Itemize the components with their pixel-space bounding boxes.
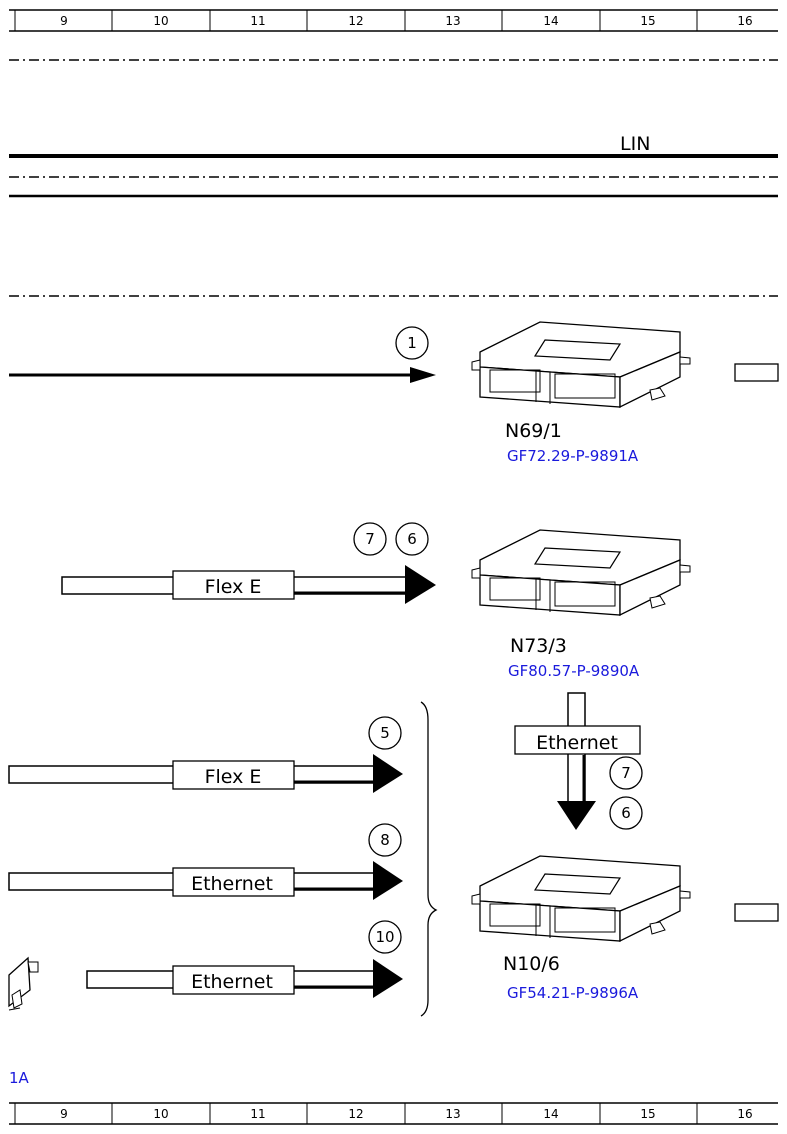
marker-8: 8: [368, 823, 402, 857]
bottom-ruler-number-16: 16: [737, 1107, 752, 1121]
module-n73-3: N73/3 GF80.57-P-9890A: [471, 529, 691, 680]
module-n10-6-code: N10/6: [503, 953, 560, 975]
top-ruler-number-12: 12: [348, 14, 363, 28]
marker-7-mid: 7: [609, 756, 643, 790]
ethernet-arrow-b: Ethernet: [86, 959, 403, 998]
marker-5: 5: [368, 716, 402, 750]
top-ruler-number-15: 15: [640, 14, 655, 28]
svg-text:5: 5: [380, 724, 390, 742]
top-ruler-number-13: 13: [445, 14, 460, 28]
svg-text:6: 6: [621, 804, 631, 822]
top-ruler-number-10: 10: [153, 14, 168, 28]
module-n10-6: N10/6 GF54.21-P-9896A: [471, 855, 779, 1002]
ethernet-a-label: Ethernet: [191, 873, 273, 895]
module-n69-1: N69/1 GF72.29-P-9891A: [471, 321, 779, 465]
module-n10-6-side-connector: [734, 903, 779, 922]
top-ruler: 9 10 11 12 13 14 15 16: [9, 9, 778, 32]
svg-text:7: 7: [621, 764, 631, 782]
arrow-to-n69-1: [9, 367, 436, 383]
ethernet-b-label: Ethernet: [191, 971, 273, 993]
bottom-ruler: 9 10 11 12 13 14 15 16: [9, 1102, 778, 1125]
bottom-ruler-number-9: 9: [60, 1107, 68, 1121]
bottom-ruler-number-15: 15: [640, 1107, 655, 1121]
svg-text:6: 6: [407, 530, 417, 548]
marker-7-top: 7: [353, 522, 387, 556]
ethernet-vertical-label: Ethernet: [536, 732, 618, 754]
flex-e-arrow-top: Flex E: [61, 565, 436, 604]
partial-module-left: [8, 956, 39, 1011]
top-ruler-number-11: 11: [250, 14, 265, 28]
module-n10-6-ref-link[interactable]: GF54.21-P-9896A: [507, 984, 639, 1002]
top-ruler-number-9: 9: [60, 14, 68, 28]
footer-ref-link[interactable]: 1A: [9, 1069, 30, 1087]
module-n69-1-code: N69/1: [505, 420, 562, 442]
marker-10: 10: [368, 920, 402, 954]
svg-text:10: 10: [375, 928, 394, 946]
svg-text:1: 1: [407, 334, 417, 352]
bottom-ruler-number-14: 14: [543, 1107, 558, 1121]
module-n73-3-ref-link[interactable]: GF80.57-P-9890A: [508, 662, 640, 680]
bottom-ruler-number-11: 11: [250, 1107, 265, 1121]
module-n69-1-side-connector: [734, 363, 779, 382]
bottom-ruler-number-13: 13: [445, 1107, 460, 1121]
top-ruler-number-14: 14: [543, 14, 558, 28]
flex-e-arrow-mid: Flex E: [8, 754, 403, 793]
svg-text:7: 7: [365, 530, 375, 548]
marker-1: 1: [395, 326, 429, 360]
ethernet-vertical-arrow: Ethernet: [514, 692, 641, 830]
bottom-ruler-number-12: 12: [348, 1107, 363, 1121]
marker-6-mid: 6: [609, 796, 643, 830]
svg-text:8: 8: [380, 831, 390, 849]
module-n69-1-ref-link[interactable]: GF72.29-P-9891A: [507, 447, 639, 465]
flex-e-mid-label: Flex E: [205, 766, 262, 788]
ethernet-arrow-a: Ethernet: [8, 861, 403, 900]
flex-e-top-label: Flex E: [205, 576, 262, 598]
marker-6-top: 6: [395, 522, 429, 556]
module-n73-3-code: N73/3: [510, 635, 567, 657]
group-brace: [420, 701, 438, 1017]
lin-bus-label: LIN: [620, 133, 650, 155]
bottom-ruler-number-10: 10: [153, 1107, 168, 1121]
top-ruler-number-16: 16: [737, 14, 752, 28]
